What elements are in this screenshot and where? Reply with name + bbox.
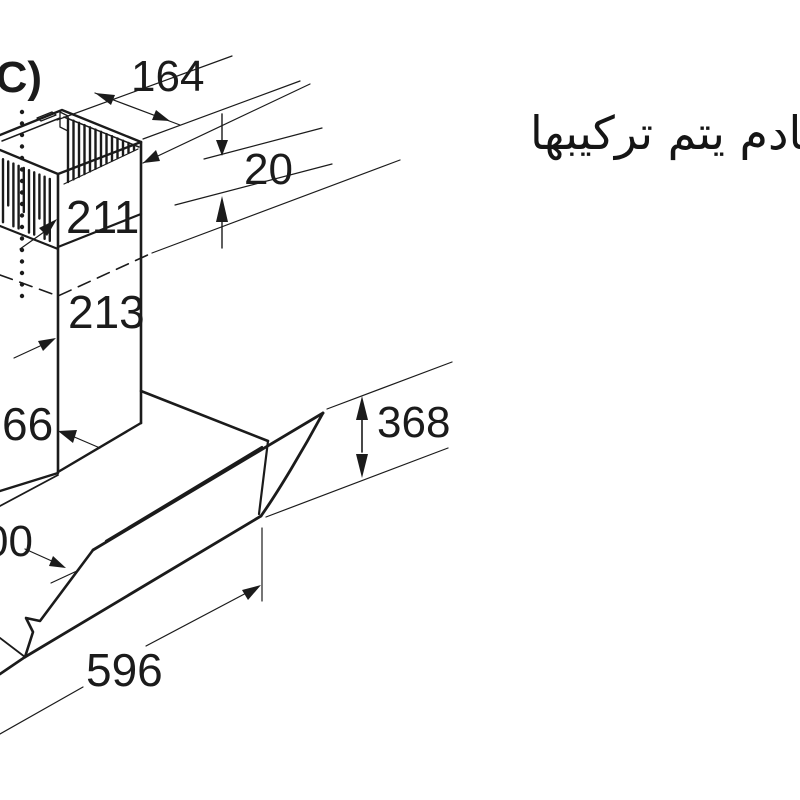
hood-outline <box>0 389 325 676</box>
arrowhead <box>356 454 368 478</box>
leader-dot <box>19 178 25 184</box>
arrowhead <box>38 338 56 351</box>
leader-dot <box>19 259 25 264</box>
arrowhead <box>356 396 368 420</box>
dimension-label-368: 368 <box>377 398 450 447</box>
leader-dot <box>19 201 25 207</box>
telescopic-overlap-dashed-line <box>0 252 153 297</box>
leader-dot <box>19 247 25 253</box>
arrowhead <box>95 93 115 105</box>
glass-right-edge <box>259 411 325 518</box>
leader-dot <box>19 270 25 276</box>
leader-dot <box>19 282 25 287</box>
arrowhead <box>143 150 160 163</box>
glass-left-edge <box>23 548 95 659</box>
arrowhead <box>49 556 66 568</box>
dimension-label-164: 164 <box>131 52 204 101</box>
vent-hatching-right <box>66 117 136 184</box>
dimension-368: 368 <box>265 361 453 518</box>
leader-dot <box>19 213 25 218</box>
arrowhead <box>152 110 170 121</box>
part-label-c-text: (C) <box>0 53 42 102</box>
leader-dot <box>19 236 25 241</box>
arrowhead <box>39 219 57 236</box>
arrowhead <box>216 140 228 156</box>
arrowhead <box>216 196 228 222</box>
chimney-section-labels: 211 213 <box>13 191 145 359</box>
leader-dot <box>19 224 25 230</box>
arrowhead <box>58 430 77 443</box>
dimension-label-596: 596 <box>86 644 163 696</box>
dimension-label-211: 211 <box>66 191 139 243</box>
dimension-596: 596 <box>0 527 263 735</box>
leader-dot <box>19 109 25 115</box>
dotted-leader-line <box>19 109 25 299</box>
dimension-label-66: 66 <box>2 398 53 450</box>
rim-slot <box>36 111 57 122</box>
dimension-20: 20 <box>142 83 401 254</box>
dimension-164: 164 <box>56 52 301 140</box>
leader-dot <box>19 167 25 172</box>
leader-dot <box>19 121 25 126</box>
part-label-c: (C) <box>0 53 42 299</box>
dimension-label-20: 20 <box>244 145 293 194</box>
arrowhead <box>242 585 261 600</box>
leader-dot <box>19 190 25 195</box>
leader-dot <box>19 293 25 299</box>
arabic-note: ـادم يتم تركيبها <box>529 106 800 160</box>
leader-dot <box>19 155 25 161</box>
leader-dot <box>19 132 25 138</box>
dimension-label-213: 213 <box>68 286 145 338</box>
leader-dot <box>19 144 25 149</box>
chimney-outline <box>0 108 153 474</box>
left-edge-labels: 66 00 <box>0 398 101 584</box>
dimension-label-00-clipped: 00 <box>0 517 33 566</box>
